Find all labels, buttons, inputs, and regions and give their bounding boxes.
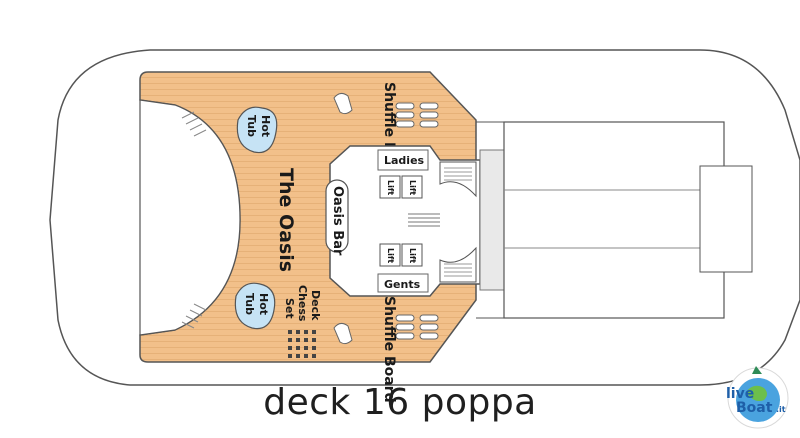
hot-tub-top: Hot Tub (236, 106, 278, 154)
oasis-bar-counter (325, 179, 349, 253)
oasis-pool-area (139, 99, 241, 336)
lounger-bottom (333, 322, 353, 345)
chess-board-icon (288, 330, 316, 358)
shuffle-board-bottom-markers (395, 314, 439, 340)
deck-chess-line-1: Deck (309, 290, 322, 321)
ladies-label: Ladies (384, 154, 425, 167)
deck-caption: deck 16 poppa (263, 382, 537, 423)
lift-2-label: Lift (408, 180, 417, 195)
bow-block (699, 165, 753, 273)
lift-3-label: Lift (386, 248, 395, 263)
ladies-room (377, 149, 429, 171)
svg-text:Shuffle Board: Shuffle Board (381, 296, 397, 403)
stairwell-top (439, 161, 477, 198)
hot-tub-bottom-label-1: Hot (257, 293, 270, 315)
lounger-top (333, 92, 353, 115)
pool-steps-bottom (181, 303, 207, 329)
hot-tub-bottom: Hot Tub (234, 282, 276, 330)
logo-text-suffix: .it (776, 405, 786, 414)
logo-text-live: live (726, 386, 754, 402)
pool-steps-top (181, 111, 207, 137)
hot-tub-top-label-1: Hot (259, 115, 272, 137)
gents-room (377, 273, 429, 293)
hot-tub-bottom-label-2: Tub (243, 293, 256, 315)
the-oasis-label: The Oasis (275, 168, 297, 272)
svg-text:Oasis Bar: Oasis Bar (330, 186, 345, 256)
oasis-bar-label: Oasis Bar (330, 186, 345, 256)
shuffle-board-top-markers (395, 102, 439, 128)
lift-1-label: Lift (386, 180, 395, 195)
lift-4-label: Lift (408, 248, 417, 263)
logo-text-boat: Boat (736, 400, 773, 416)
shuffle-board-bottom-label: Shuffle Board (381, 296, 397, 403)
forward-block (503, 121, 725, 319)
lift-bank-top (379, 175, 423, 199)
deck-chess-line-2: Chess (296, 285, 309, 322)
hot-tub-top-label-2: Tub (245, 115, 258, 137)
svg-text:The Oasis: The Oasis (275, 168, 297, 272)
deck-chess-set-label: Deck Chess Set (283, 285, 322, 322)
gents-label: Gents (384, 278, 421, 291)
stairwell-bottom (439, 246, 477, 283)
liveboat-logo: live Boat .it (726, 366, 789, 429)
deck-chess-line-3: Set (283, 298, 296, 319)
lobby-block (479, 149, 505, 291)
lift-bank-bottom (379, 243, 423, 267)
center-stairs (408, 213, 440, 227)
